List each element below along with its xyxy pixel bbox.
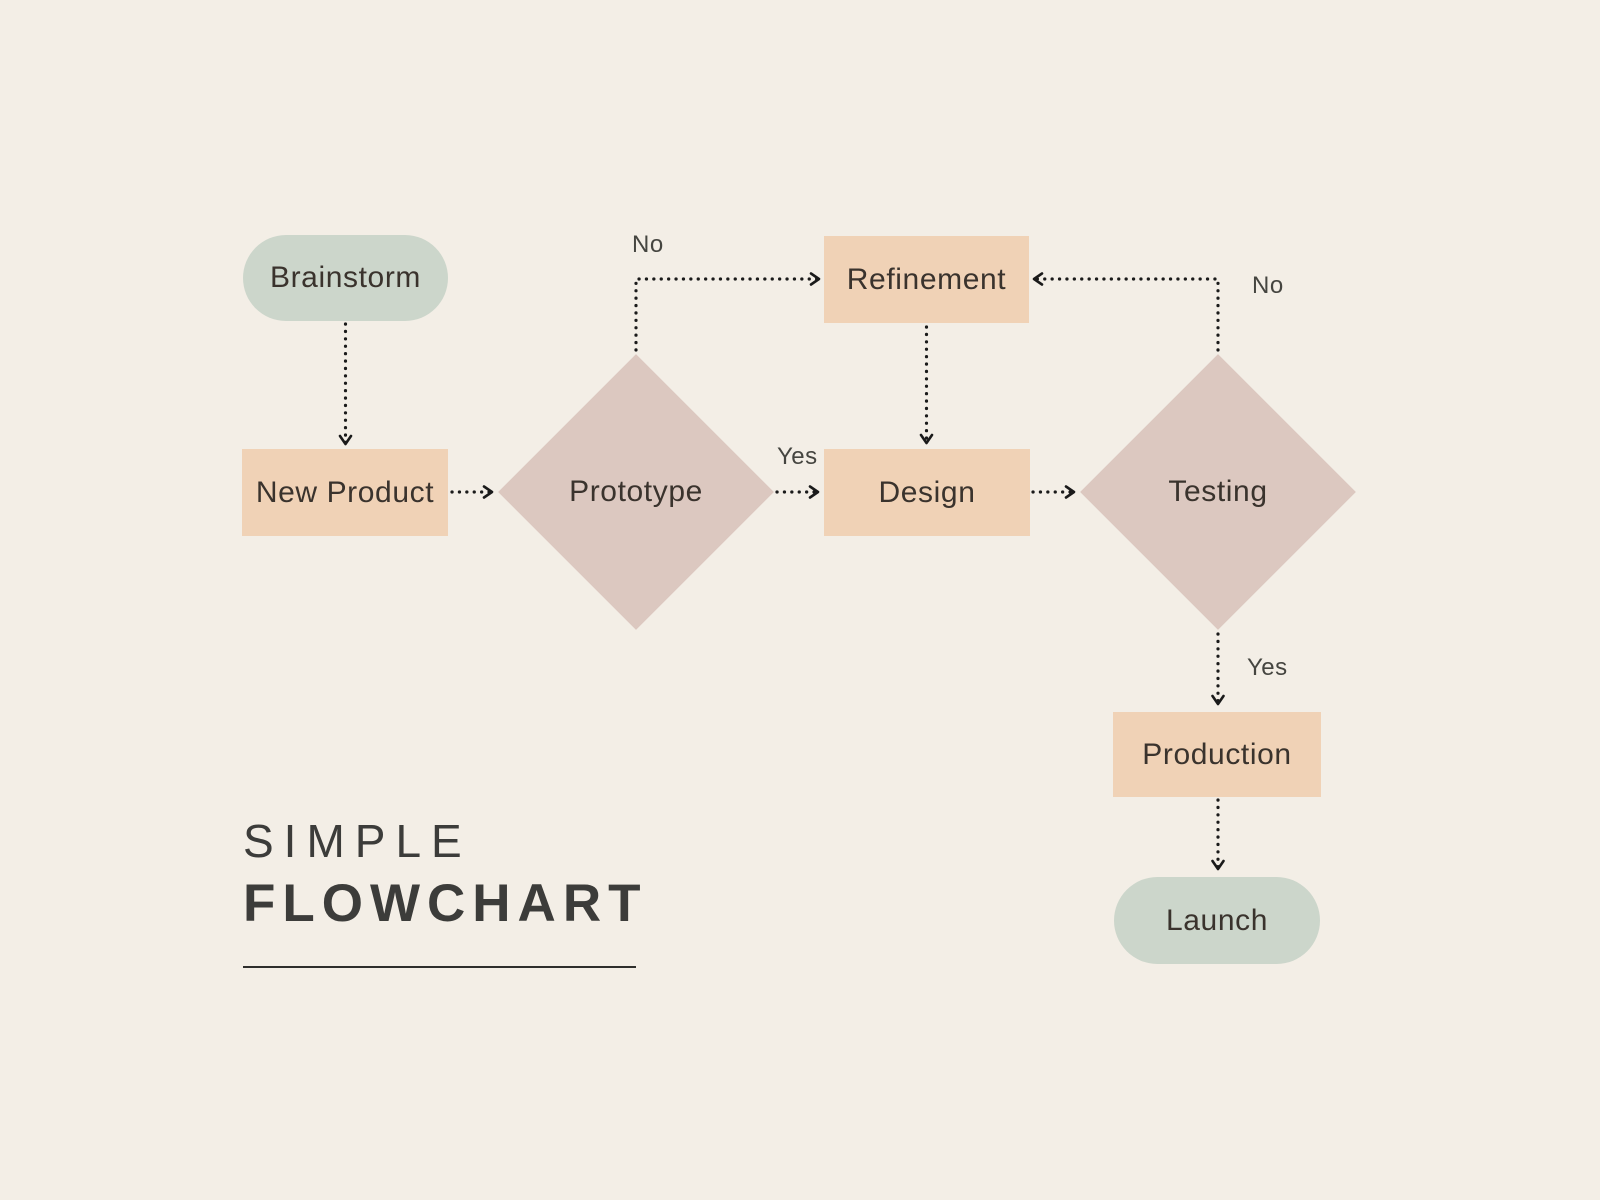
edge-label-testing-yes: Yes [1247,654,1288,681]
node-label: Prototype [569,475,703,508]
node-launch: Launch [1114,877,1320,964]
node-label: Brainstorm [269,261,422,294]
edge-label-prototype-no: No [632,231,664,258]
page-title-line1: SIMPLE [243,815,472,867]
node-production: Production [1113,712,1321,797]
node-brainstorm: Brainstorm [243,235,448,321]
title-block: SIMPLE FLOWCHART [243,816,647,968]
node-design: Design [824,449,1030,536]
node-refinement: Refinement [824,236,1029,323]
node-label: New Product [255,475,435,509]
title-underline [243,965,636,968]
node-label: Design [878,475,976,509]
node-label: Testing [1168,475,1268,508]
edge-testing-to-refinement-no [1032,272,1220,352]
node-testing: Testing [1080,354,1356,630]
page-title-line2: FLOWCHART [243,873,648,933]
edge-prototype-to-refinement-no [634,272,821,352]
node-new-product: New Product [242,449,448,536]
node-label: Refinement [846,262,1007,296]
node-label: Launch [1165,903,1269,937]
node-prototype: Prototype [498,354,774,630]
node-label: Production [1142,737,1292,771]
edge-label-prototype-yes: Yes [777,443,818,470]
edge-label-testing-no: No [1252,272,1284,299]
